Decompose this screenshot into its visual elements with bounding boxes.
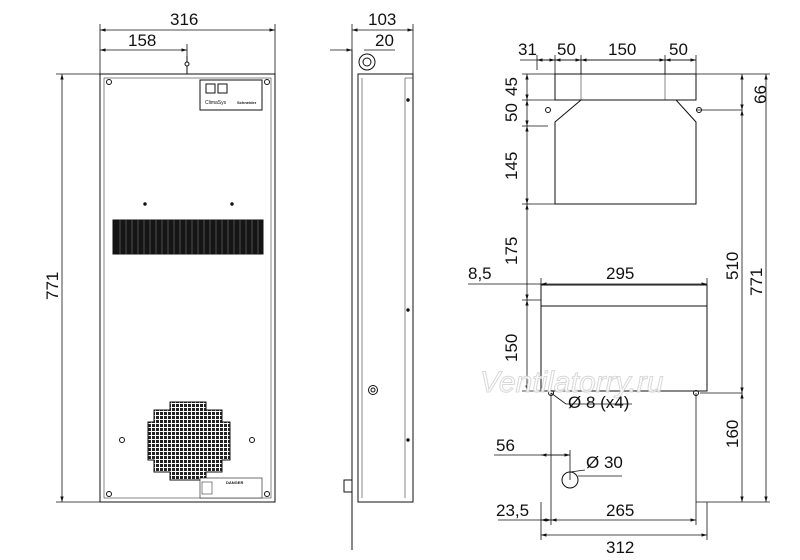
dim-left-175: 175 bbox=[502, 237, 521, 265]
upper-cutout bbox=[554, 73, 697, 205]
dim-drain-offset: 56 bbox=[496, 436, 515, 455]
lifting-eye-icon bbox=[358, 53, 376, 71]
dim-bottom-inner: 265 bbox=[606, 501, 634, 520]
dim-depth-small: 20 bbox=[375, 31, 394, 50]
warning-label-text: DANGER bbox=[226, 480, 243, 485]
dim-height-total: 771 bbox=[43, 272, 62, 300]
screw-icon bbox=[264, 491, 270, 497]
air-outlet-grille bbox=[112, 219, 264, 255]
dim-top-31: 31 bbox=[518, 40, 537, 59]
dim-top-50a: 50 bbox=[557, 40, 576, 59]
dim-top-50b: 50 bbox=[669, 40, 688, 59]
watermark: Ventilatorry.ru bbox=[480, 366, 664, 399]
side-housing bbox=[357, 73, 414, 503]
dim-right-160: 160 bbox=[723, 420, 742, 448]
dim-width-half: 158 bbox=[128, 31, 156, 50]
dim-left-50: 50 bbox=[502, 103, 521, 122]
screw-icon bbox=[264, 79, 270, 85]
dim-lower-width: 295 bbox=[606, 264, 634, 283]
hole-callout: Ø 8 (x4) bbox=[568, 393, 629, 412]
dim-lower-offset: 8,5 bbox=[468, 264, 492, 283]
dim-left-150: 150 bbox=[502, 334, 521, 362]
warning-label bbox=[199, 477, 263, 499]
front-view bbox=[99, 56, 276, 503]
dim-bottom-total: 312 bbox=[606, 538, 634, 557]
dim-left-145: 145 bbox=[502, 152, 521, 180]
drain-callout: Ø 30 bbox=[586, 453, 623, 472]
maker-label: Schneider bbox=[237, 100, 257, 105]
dim-width-total: 316 bbox=[170, 10, 198, 29]
screw-icon bbox=[106, 491, 112, 497]
mount-hole-icon bbox=[545, 107, 551, 113]
dim-right-66: 66 bbox=[751, 85, 770, 104]
dim-depth-total: 103 bbox=[368, 10, 396, 29]
side-knob-icon bbox=[368, 385, 378, 395]
fan-grille bbox=[147, 401, 231, 481]
dim-right-771: 771 bbox=[747, 268, 766, 296]
dim-left-45: 45 bbox=[502, 77, 521, 96]
controller-panel bbox=[199, 79, 263, 111]
dim-bottom-offset: 23,5 bbox=[496, 501, 529, 520]
screw-icon bbox=[106, 79, 112, 85]
side-view bbox=[343, 50, 414, 550]
brand-label: ClimaSys bbox=[205, 100, 227, 106]
dim-right-510: 510 bbox=[723, 252, 742, 280]
dim-top-150: 150 bbox=[608, 40, 636, 59]
